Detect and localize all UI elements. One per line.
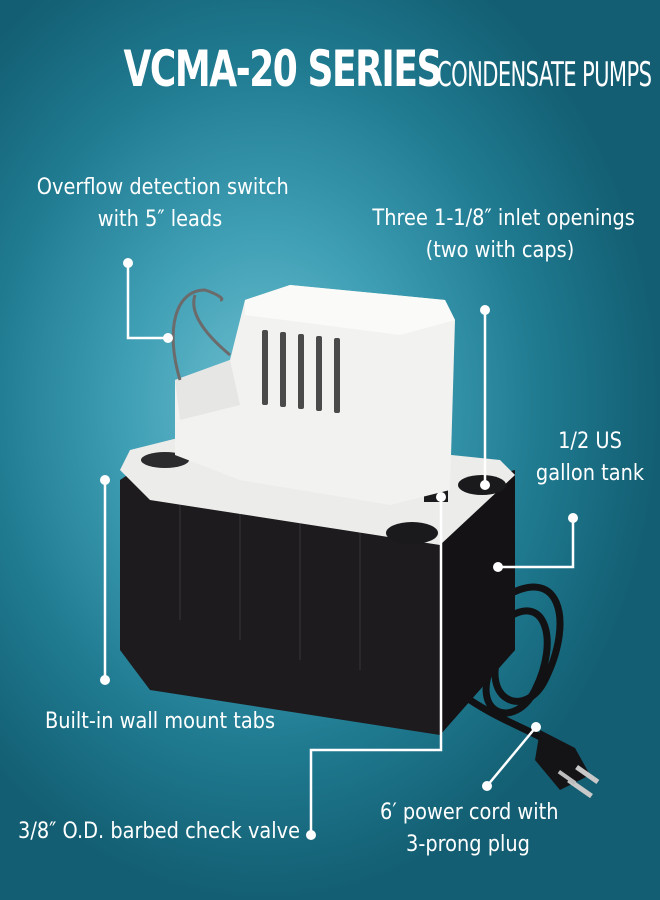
dot-icon (100, 475, 110, 485)
dot-icon (436, 492, 446, 502)
callout-text: 3/8″ O.D. barbed check valve (18, 819, 301, 844)
callout-tank: 1/2 US gallon tank (533, 426, 647, 490)
callout-text: (two with caps) (425, 238, 575, 263)
dot-icon (531, 722, 541, 732)
switch-leads (171, 288, 231, 381)
callout-check-valve: 3/8″ O.D. barbed check valve (18, 816, 301, 848)
page-title: VCMA-20 SERIES CONDENSATE PUMPS (0, 40, 660, 98)
callout-lines (103, 263, 575, 835)
callout-text: 3-prong plug (406, 832, 530, 857)
callout-dots (100, 258, 578, 840)
callout-wall-mount: Built-in wall mount tabs (32, 706, 287, 738)
callout-text: Overflow detection switch (36, 175, 289, 200)
dot-icon (480, 305, 490, 315)
callout-inlet-openings: Three 1-1/8″ inlet openings (two with ca… (372, 203, 635, 267)
title-model: VCMA-20 SERIES (123, 40, 442, 98)
motor-cover (175, 285, 455, 505)
callout-text: 6′ power cord with (380, 800, 559, 825)
callout-text: Three 1-1/8″ inlet openings (372, 206, 635, 231)
callout-power-cord: 6′ power cord with 3-prong plug (380, 797, 559, 861)
dot-icon (568, 513, 578, 523)
dot-icon (480, 480, 490, 490)
dot-icon (482, 781, 492, 791)
callout-text: 1/2 US (558, 429, 622, 454)
dot-icon (306, 830, 316, 840)
callout-overflow-switch: Overflow detection switch with 5″ leads (36, 172, 289, 236)
inlet-opening-capped (386, 522, 438, 544)
callout-text: with 5″ leads (97, 207, 223, 232)
callout-text: Built-in wall mount tabs (44, 709, 276, 734)
plug-icon (535, 730, 600, 799)
dot-icon (493, 562, 503, 572)
dot-icon (100, 675, 110, 685)
vent-slots (262, 330, 340, 413)
dot-icon (163, 333, 173, 343)
dot-icon (123, 258, 133, 268)
title-subtitle: CONDENSATE PUMPS (437, 55, 652, 95)
callout-text: gallon tank (535, 461, 645, 486)
